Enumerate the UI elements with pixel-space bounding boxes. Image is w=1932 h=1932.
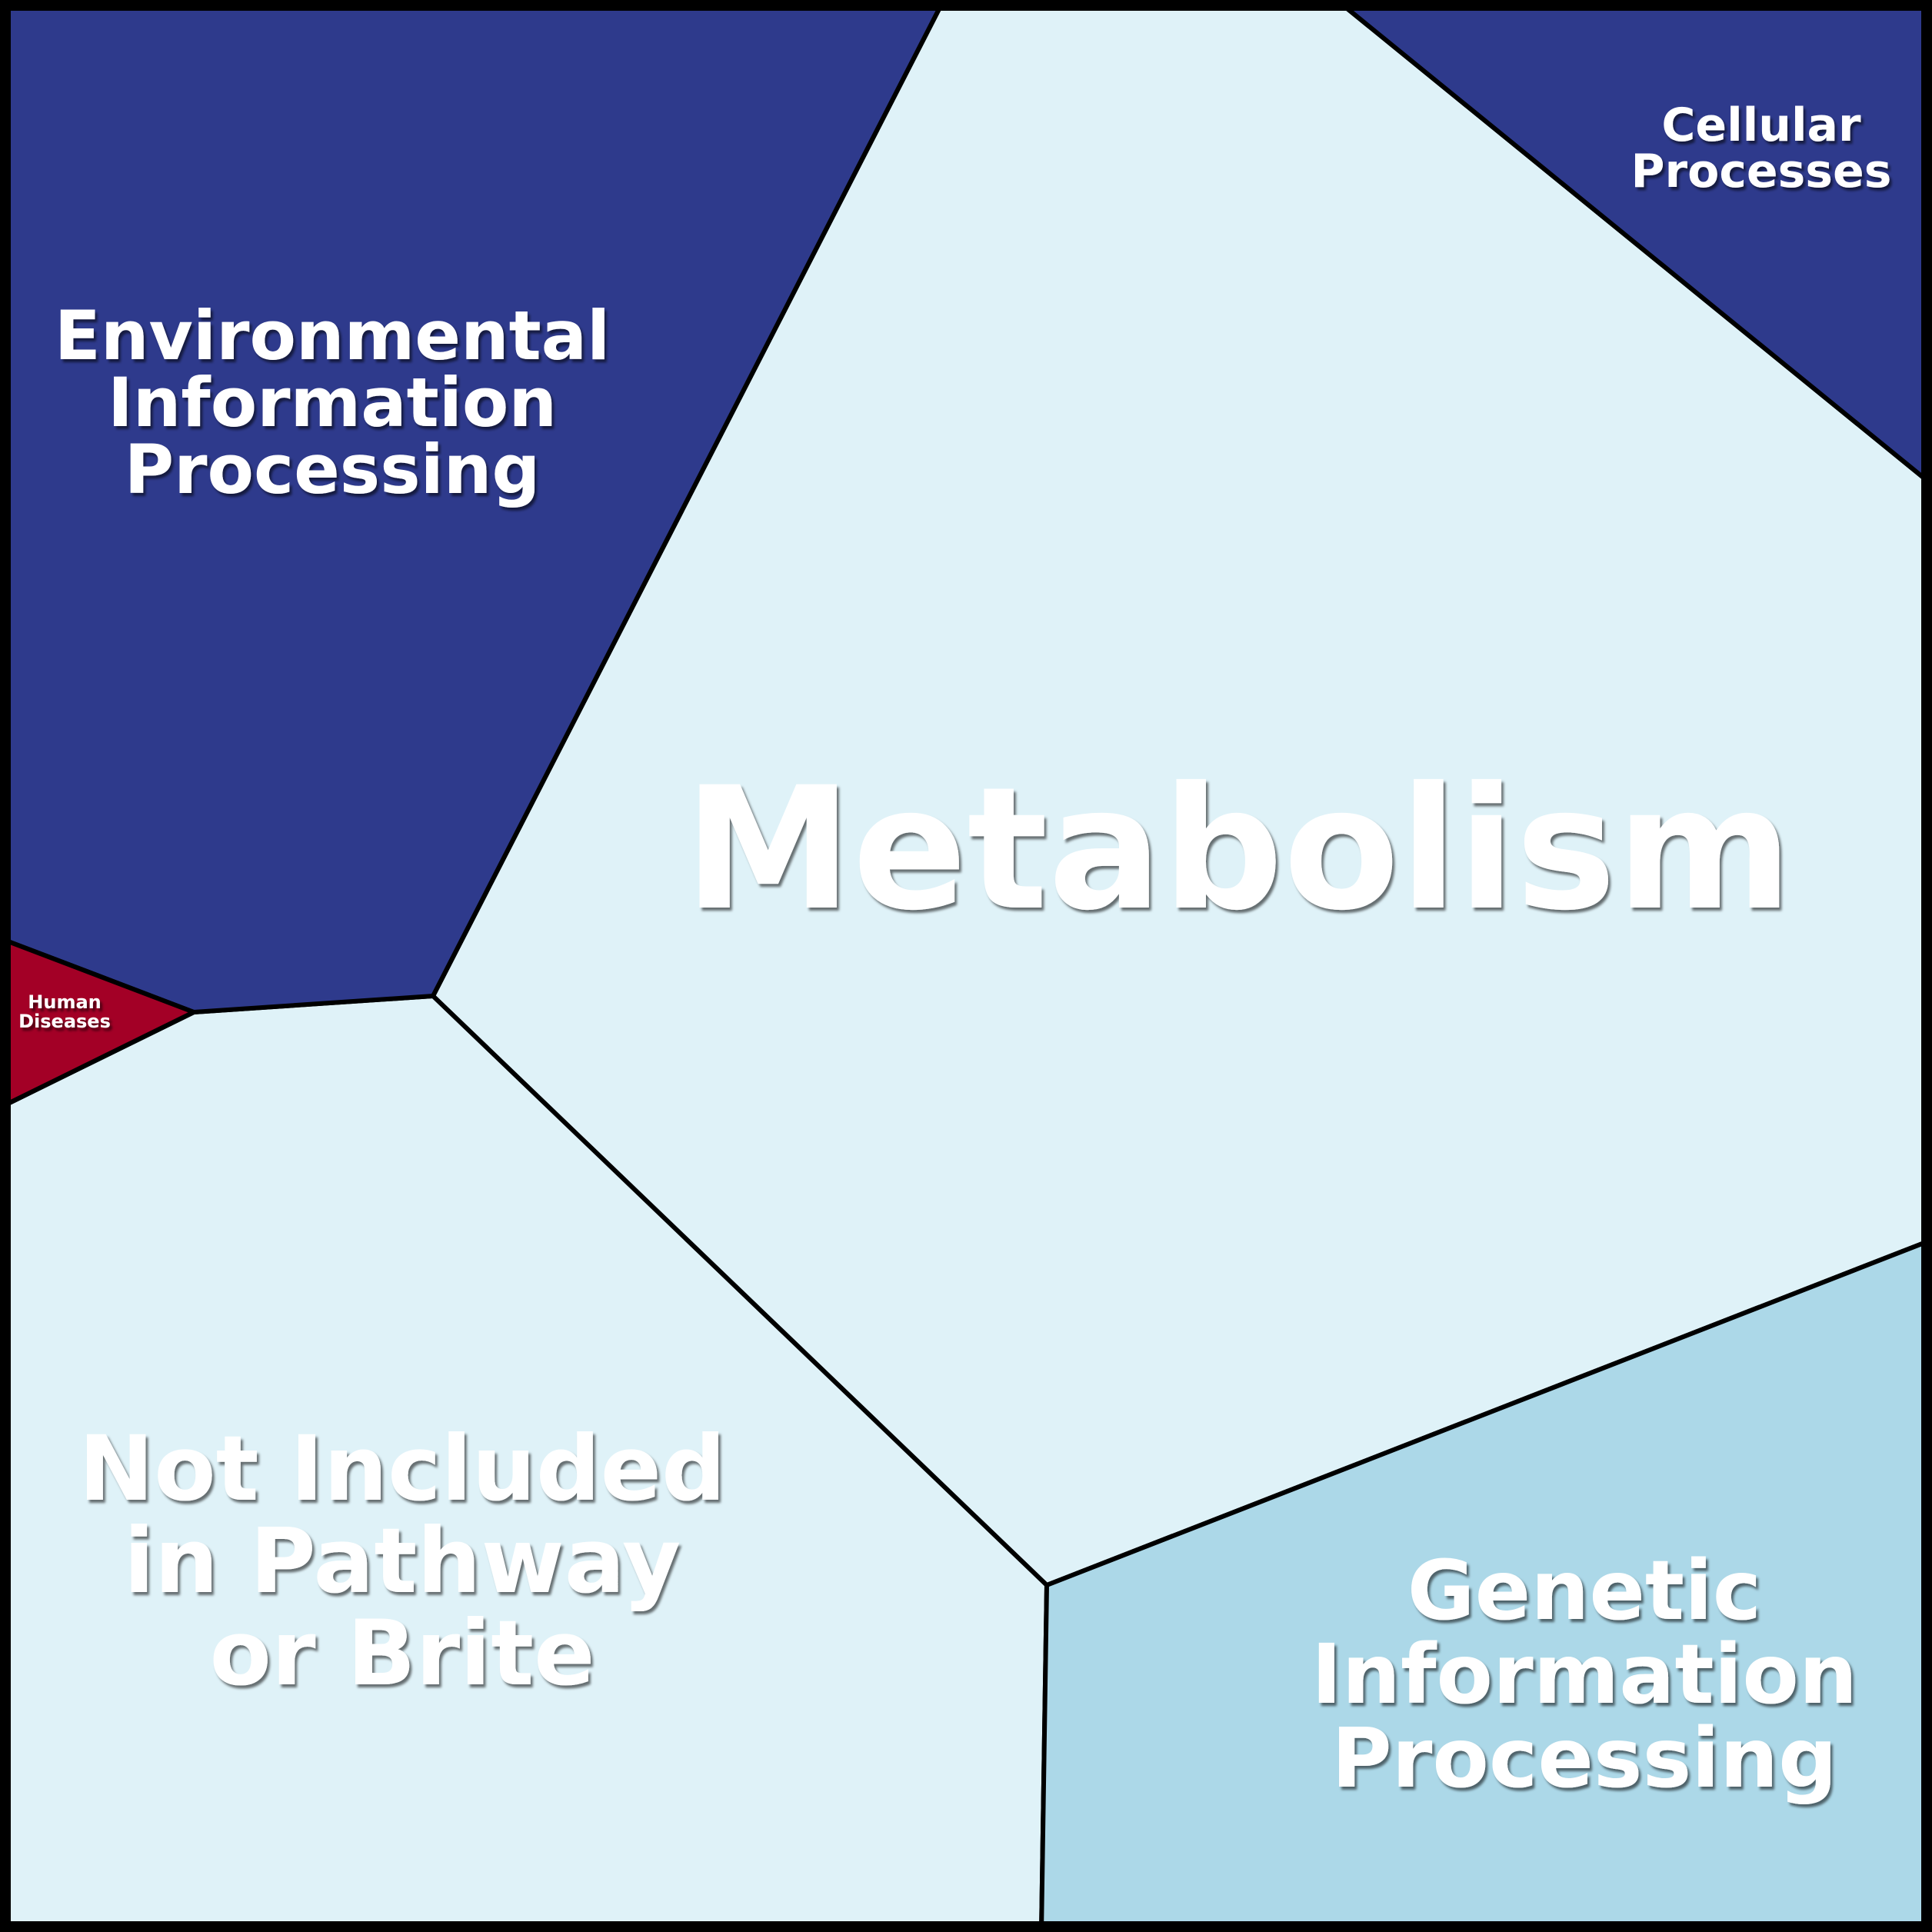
region-cell-human-diseases[interactable] <box>0 936 196 1110</box>
region-label-line: Environmental <box>55 296 610 375</box>
region-cell-environmental-information-processing[interactable] <box>0 0 946 1014</box>
region-label-metabolism: Metabolism <box>684 751 1792 948</box>
region-label-line: Information <box>108 363 557 442</box>
region-label-line: or Brite <box>209 1601 595 1706</box>
region-label-line: Information <box>1311 1627 1857 1723</box>
region-label-line: Genetic <box>1407 1544 1761 1639</box>
region-label-line: Processing <box>125 430 541 509</box>
region-cell-genetic-information-processing[interactable] <box>1039 1237 1932 1932</box>
region-label-line: Not Included <box>78 1416 725 1521</box>
region-label-line: in Pathway <box>124 1508 681 1614</box>
region-label-line: Cellular <box>1661 98 1861 152</box>
region-cell-cellular-processes[interactable] <box>1334 0 1932 487</box>
region-label-line: Human <box>28 991 101 1013</box>
region-label-line: Processes <box>1631 145 1892 198</box>
region-label-line: Processing <box>1331 1711 1837 1807</box>
region-label-line: Diseases <box>18 1011 111 1032</box>
region-label-line: Metabolism <box>684 751 1792 948</box>
